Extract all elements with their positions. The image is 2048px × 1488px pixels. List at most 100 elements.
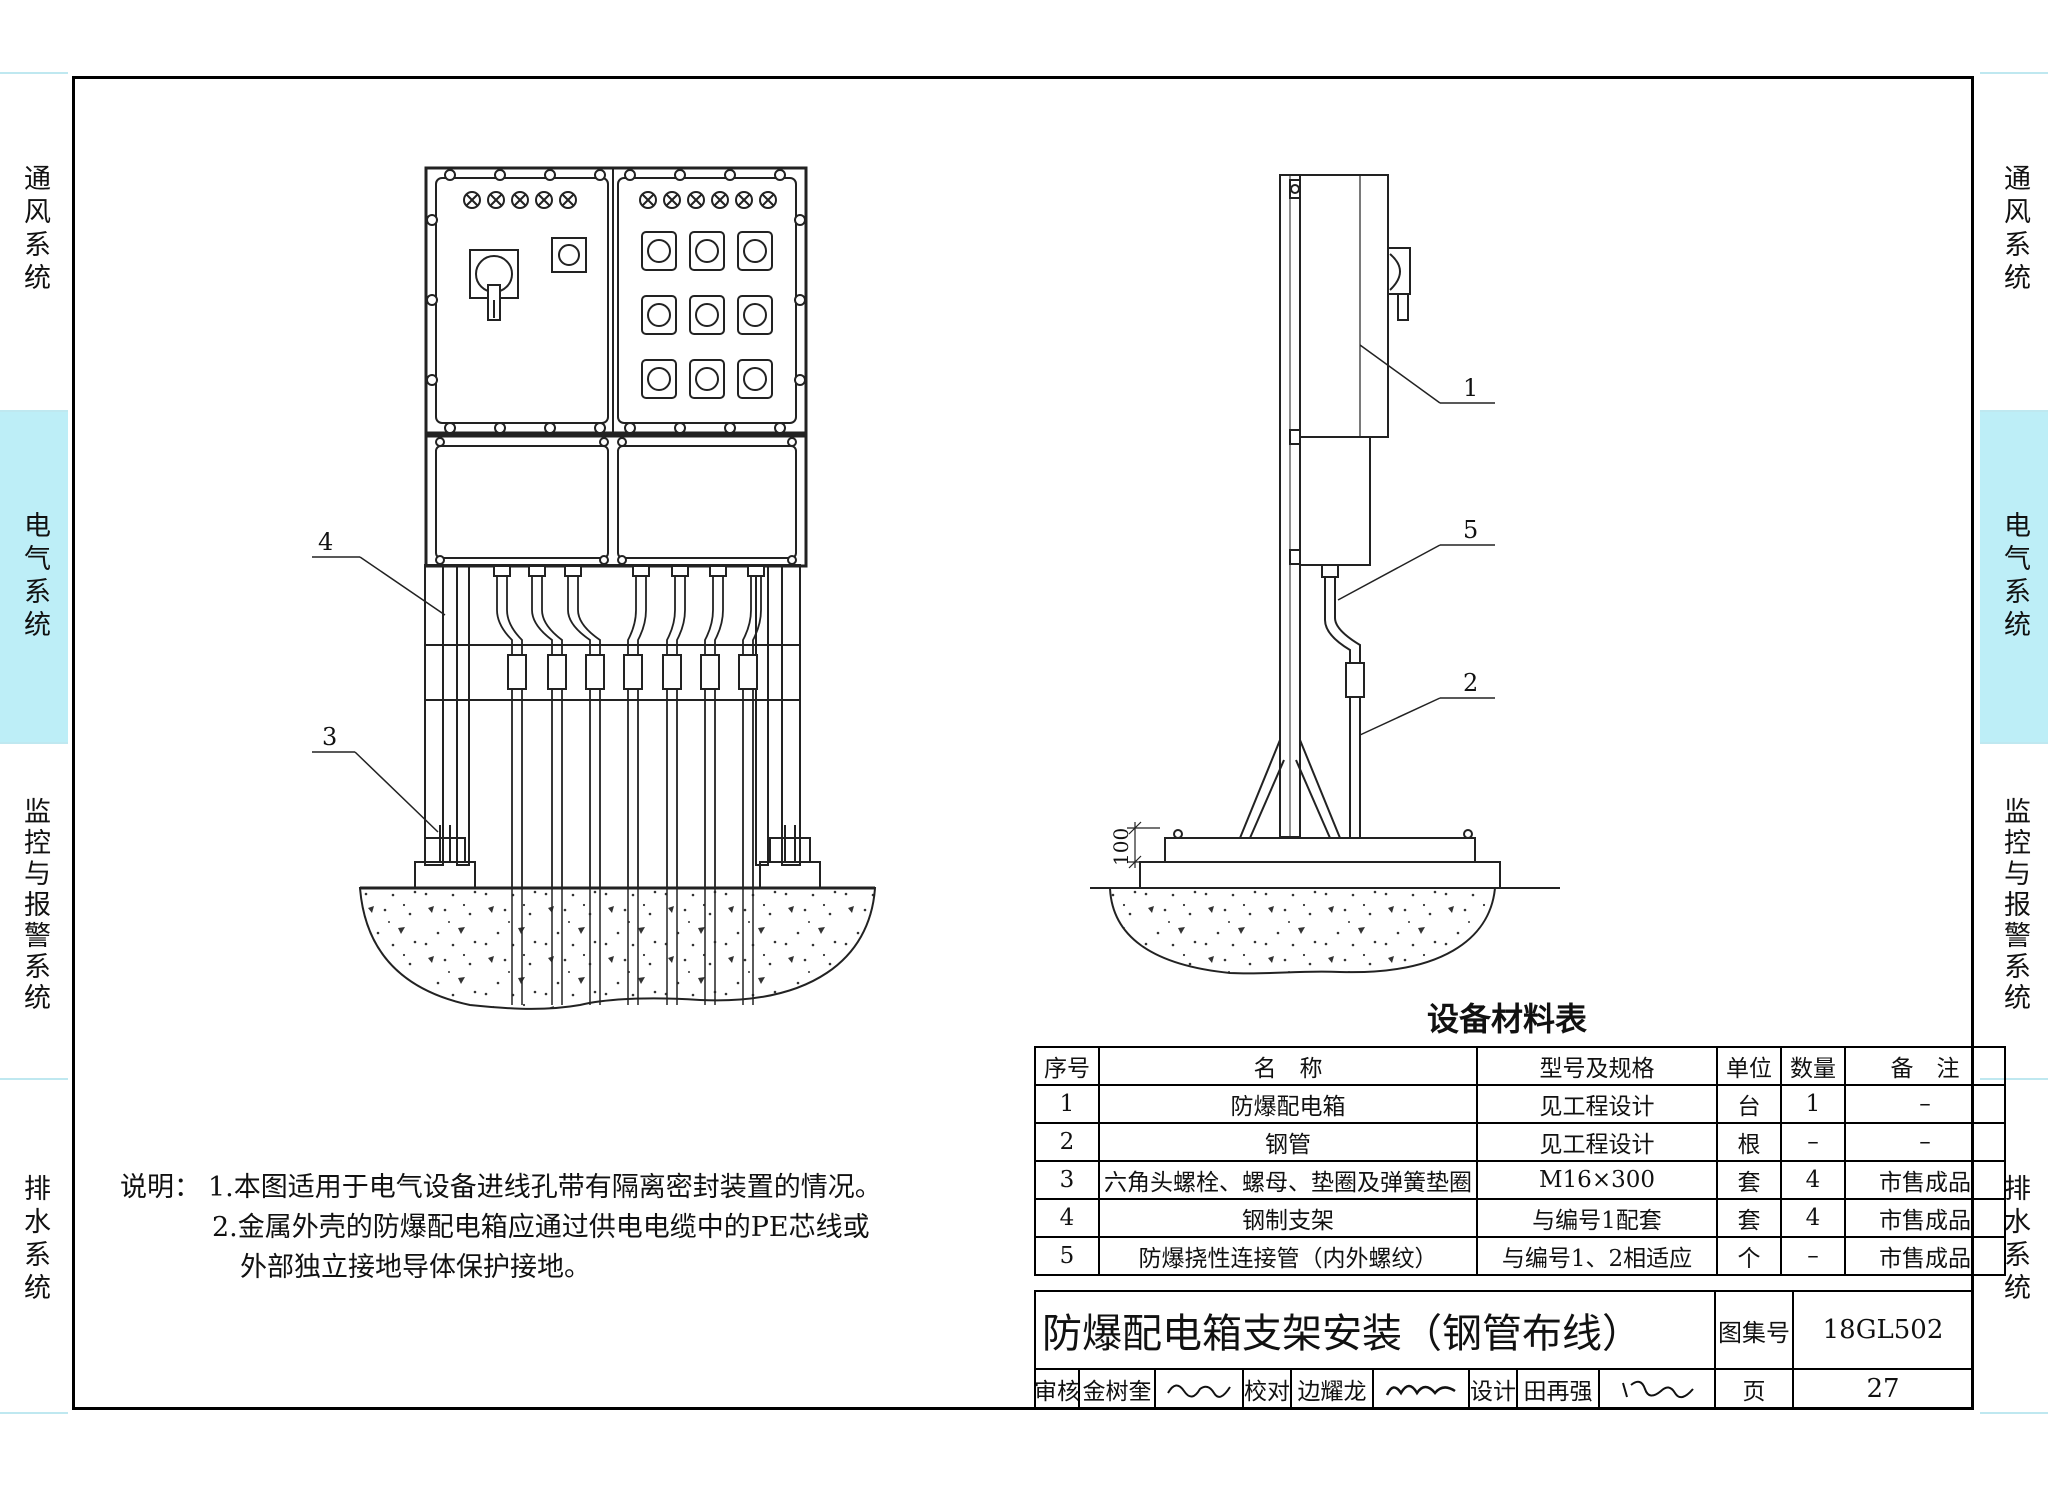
tab-electrical[interactable]: 电气系统 [1980,412,2048,742]
table-cell: 个 [1716,1236,1782,1276]
drawing-frame [72,76,1974,1410]
table-cell: M16×300 [1476,1160,1718,1200]
side-flexible-conduit [1324,577,1351,665]
tab-divider [1980,1412,2048,1414]
reviewer-name: 金树奎 [1078,1368,1156,1410]
callout-1: 1 [1463,374,1478,402]
tab-monitoring[interactable]: 监控与报警系统 [19,796,50,1014]
tab-divider [1980,742,2048,744]
page-number: 27 [1792,1368,1974,1410]
side-concrete-base [1108,887,1497,975]
table-cell: 见工程设计 [1476,1084,1718,1124]
drawing-title: 防爆配电箱支架安装（钢管布线） [1034,1290,1716,1370]
page-label: 页 [1714,1368,1794,1410]
front-view [312,166,877,1010]
front-cable-glands [493,565,765,690]
table-row: 2 钢管 见工程设计 根 – – [1034,1122,2006,1162]
designer-signature [1598,1368,1716,1410]
table-row: 3 六角头螺栓、螺母、垫圈及弹簧垫圈 M16×300 套 4 市售成品 [1034,1160,2006,1200]
front-panel-lower [424,434,808,568]
side-view [1090,174,1560,975]
front-panel-upper-outer [424,166,808,435]
table-cell: 钢制支架 [1098,1198,1478,1238]
tab-divider [1980,410,2048,412]
tab-ventilation[interactable]: 通风系统 [19,164,50,296]
front-breaker-grid [641,231,773,399]
table-cell: 4 [1780,1160,1846,1200]
table-cell: – [1844,1084,2006,1124]
signature-mark [1167,1384,1231,1398]
front-concrete-base [358,887,877,1010]
tab-ventilation[interactable]: 通风系统 [1999,164,2030,296]
table-cell: 1 [1780,1084,1846,1124]
front-cable-conduits [496,566,762,888]
tab-electrical[interactable]: 电气系统 [0,412,68,742]
table-cell: 3 [1034,1160,1100,1200]
table-row: 1 防爆配电箱 见工程设计 台 1 – [1034,1084,2006,1124]
table-cell: 根 [1716,1122,1782,1162]
front-buried-cables [511,888,754,1005]
note-line-2: 2.金属外壳的防爆配电箱应通过供电电缆中的PE芯线或 [212,1212,870,1243]
tab-divider [0,1412,68,1414]
table-cell: – [1780,1122,1846,1162]
checker-name: 边耀龙 [1290,1368,1374,1410]
header-cell: 备 注 [1844,1046,2006,1086]
signature-mark [1385,1384,1456,1396]
reviewer-signature [1154,1368,1244,1410]
materials-table: 序号 名 称 型号及规格 单位 数量 备 注 1 防爆配电箱 见工程设计 台 1… [1034,1046,2006,1276]
tab-drainage[interactable]: 排水系统 [19,1174,50,1306]
table-cell: 4 [1780,1198,1846,1238]
table-cell: 4 [1034,1198,1100,1238]
side-enclosure-upper [1299,174,1389,438]
dimension-100: 100 [1109,828,1133,866]
tab-divider [1980,72,2048,74]
callout-3: 3 [322,723,337,751]
header-cell: 数量 [1780,1046,1846,1086]
header-cell: 名 称 [1098,1046,1478,1086]
note-line-3: 外部独立接地导体保护接地。 [240,1252,591,1283]
notes-prefix: 说明： [120,1172,201,1203]
callout-5: 5 [1463,516,1478,544]
review-label: 审核 [1034,1368,1080,1410]
side-base-slab [1139,861,1501,889]
side-enclosure-lower [1299,436,1371,566]
check-label: 校对 [1242,1368,1292,1410]
table-cell: 与编号1、2相适应 [1476,1236,1718,1276]
table-cell: 钢管 [1098,1122,1478,1162]
callout-2: 2 [1463,669,1478,697]
table-cell: 防爆挠性连接管（内外螺纹） [1098,1236,1478,1276]
tab-divider [0,1078,68,1080]
tab-divider [1980,1078,2048,1080]
table-cell: 市售成品 [1844,1160,2006,1200]
front-leg-right [781,564,801,866]
tab-divider [0,72,68,74]
designer-name: 田再强 [1516,1368,1600,1410]
tab-monitoring[interactable]: 监控与报警系统 [1999,796,2030,1014]
front-main-isolator-switch [469,249,519,321]
table-cell: – [1780,1236,1846,1276]
table-row: 5 防爆挠性连接管（内外螺纹） 与编号1、2相适应 个 – 市售成品 [1034,1236,2006,1276]
front-indicator-lamps-right [639,191,777,209]
materials-table-title: 设备材料表 [1426,1000,1587,1038]
design-label: 设计 [1468,1368,1518,1410]
atlas-label: 图集号 [1714,1290,1794,1370]
signature-mark [1622,1380,1694,1399]
table-cell: 台 [1716,1084,1782,1124]
note-line-1: 1.本图适用于电气设备进线孔带有隔离密封装置的情况。 [208,1172,882,1203]
table-cell: 套 [1716,1198,1782,1238]
table-cell: 与编号1配套 [1476,1198,1718,1238]
table-cell: 套 [1716,1160,1782,1200]
callout-4: 4 [318,528,333,556]
atlas-number: 18GL502 [1792,1290,1974,1370]
table-cell: 防爆配电箱 [1098,1084,1478,1124]
table-cell: 见工程设计 [1476,1122,1718,1162]
table-cell: 1 [1034,1084,1100,1124]
title-block: 防爆配电箱支架安装（钢管布线） 图集号 18GL502 审核 金树奎 校对 边耀… [1034,1290,1974,1410]
table-cell: 5 [1034,1236,1100,1276]
tab-divider [0,742,68,744]
table-cell: 六角头螺栓、螺母、垫圈及弹簧垫圈 [1098,1160,1478,1200]
header-cell: 型号及规格 [1476,1046,1718,1086]
checker-signature [1372,1368,1470,1410]
table-row: 4 钢制支架 与编号1配套 套 4 市售成品 [1034,1198,2006,1238]
